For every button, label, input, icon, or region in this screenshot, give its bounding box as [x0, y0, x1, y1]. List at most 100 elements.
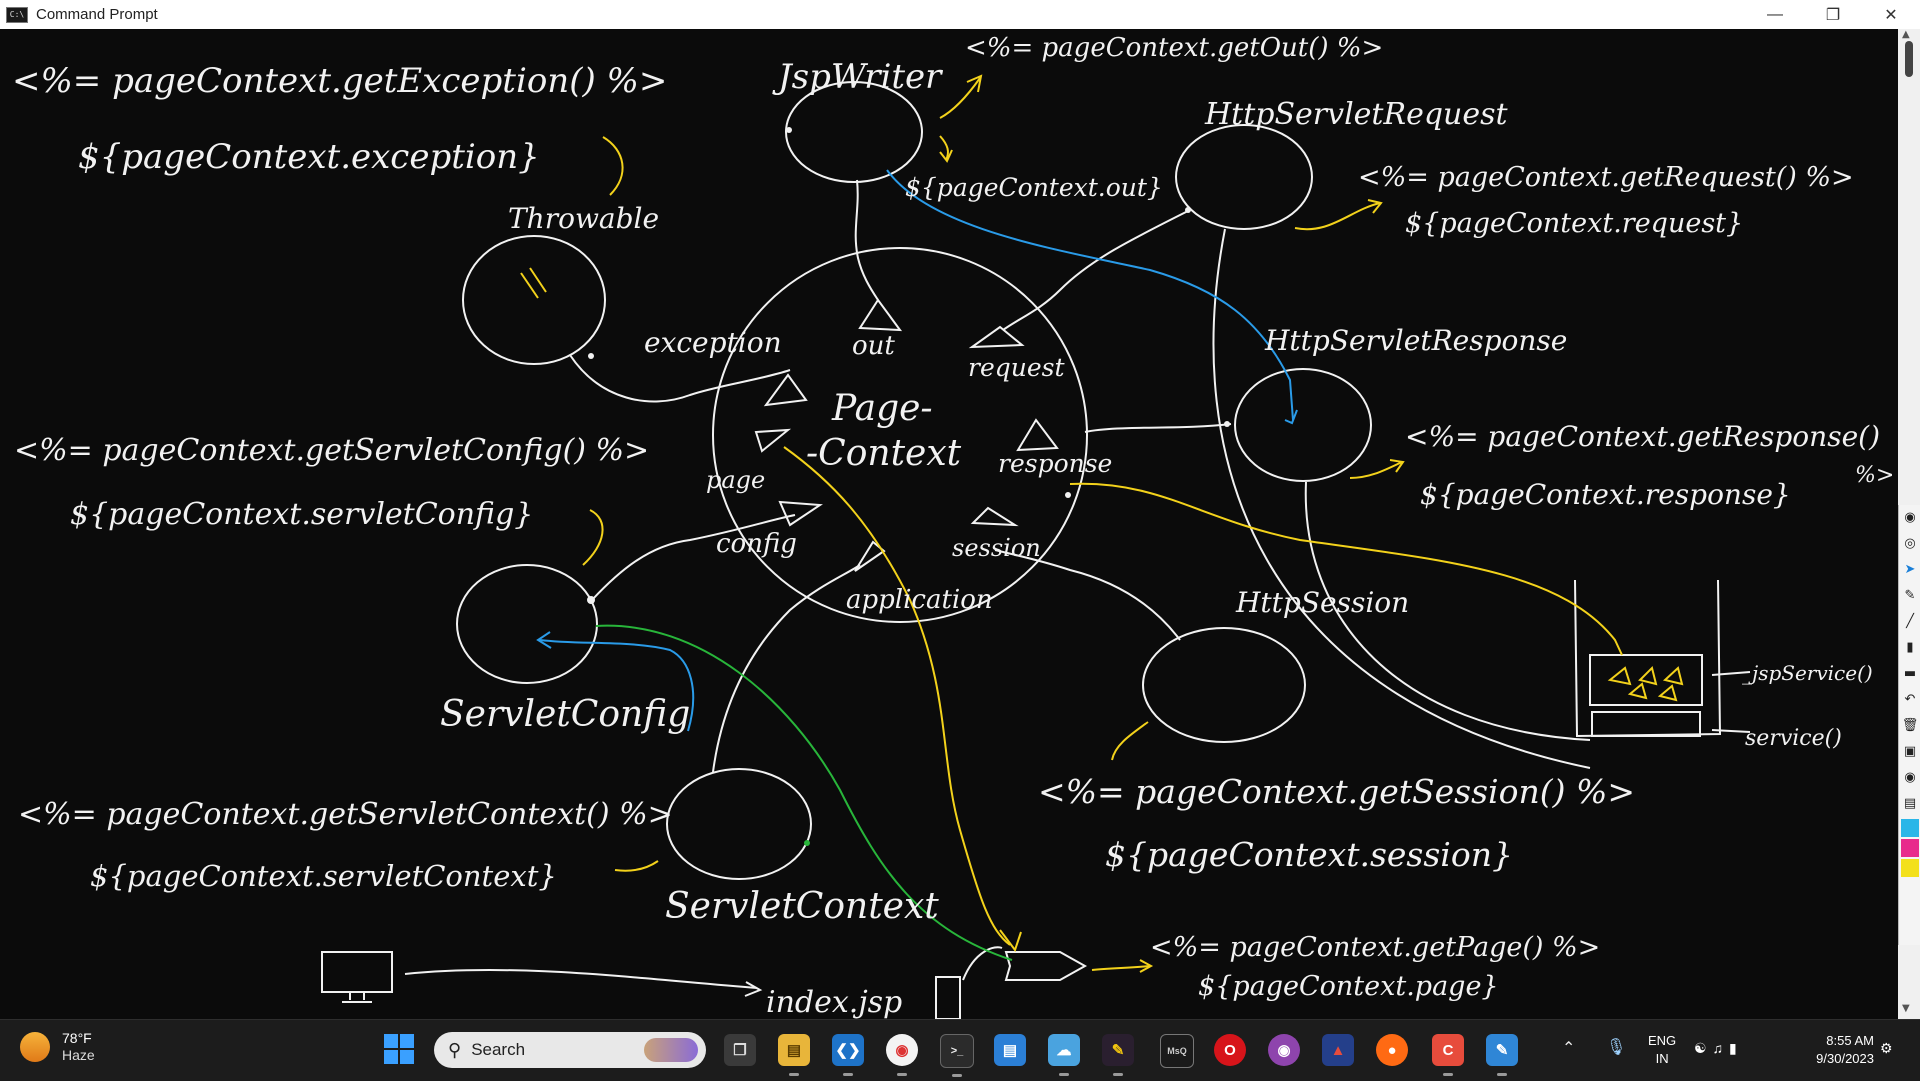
- exception-el-expression: ${pageContext.exception}: [78, 137, 540, 177]
- scroll-up-icon[interactable]: ▲: [1902, 29, 1910, 40]
- window-controls: — ❐ ✕: [1746, 0, 1920, 29]
- httpsession-circle: [1142, 627, 1306, 743]
- session-connector: [994, 549, 1181, 641]
- method-pointers: [1711, 671, 1751, 733]
- getrequest-expression: <%= pageContext.getRequest() %>: [1358, 162, 1854, 193]
- clock[interactable]: 8:55 AM 9/30/2023: [1790, 1032, 1874, 1068]
- color-swatch-magenta[interactable]: [1901, 839, 1919, 857]
- notepad-icon[interactable]: ▤: [994, 1034, 1026, 1066]
- close-button[interactable]: ✕: [1884, 6, 1898, 24]
- jspwriter-circle: [785, 81, 923, 183]
- mask-icon[interactable]: ◉: [1268, 1034, 1300, 1066]
- clock-date: 9/30/2023: [1816, 1051, 1874, 1066]
- eye-icon[interactable]: ◎: [1904, 536, 1916, 551]
- cmd-icon: C:\: [6, 6, 28, 23]
- httpservletresponse-circle: [1234, 368, 1372, 482]
- jspservice-box: [1589, 654, 1703, 706]
- folder-icon[interactable]: ▤: [778, 1034, 810, 1076]
- line-icon[interactable]: ╱: [1906, 614, 1914, 629]
- getout-expression: <%= pageContext.getOut() %>: [965, 33, 1383, 63]
- eraser-icon[interactable]: ▬: [1903, 666, 1917, 681]
- notification-icon[interactable]: ⚙: [1880, 1040, 1893, 1056]
- taskbar-search[interactable]: ⚲ Search: [434, 1032, 706, 1068]
- jspwriter-label: JspWriter: [772, 57, 943, 97]
- pagecontext-label-top: Page-: [831, 388, 933, 429]
- pen-icon[interactable]: ✎: [1904, 588, 1916, 603]
- app-icon[interactable]: MsQ: [1160, 1034, 1194, 1068]
- language-code: ENG: [1648, 1033, 1677, 1048]
- pagecontext-circle: [712, 247, 1088, 623]
- network-volume-battery-icons[interactable]: ☯♫▮: [1694, 1040, 1743, 1056]
- pen-icon[interactable]: ✎: [1102, 1034, 1134, 1076]
- getresponse-expression: <%= pageContext.getResponse(): [1405, 420, 1880, 453]
- opera-icon[interactable]: O: [1214, 1034, 1246, 1066]
- color-swatch-yellow[interactable]: [1901, 859, 1919, 877]
- out-el-expression: ${pageContext.out}: [905, 173, 1163, 202]
- getexception-expression: <%= pageContext.getException() %>: [12, 61, 667, 101]
- trash-icon[interactable]: 🗑: [1901, 718, 1919, 733]
- weather-condition: Haze: [62, 1047, 95, 1063]
- throwable-label: Throwable: [508, 202, 659, 235]
- language-indicator[interactable]: ENG IN: [1648, 1032, 1676, 1068]
- logo-icon[interactable]: ◉: [1904, 510, 1916, 525]
- page-label: page: [706, 466, 765, 494]
- chrome-icon[interactable]: ◉: [886, 1034, 918, 1076]
- getsession-expression: <%= pageContext.getSession() %>: [1038, 772, 1635, 811]
- microphone-icon[interactable]: 🎙: [1606, 1039, 1627, 1056]
- httpsession-label: HttpSession: [1235, 586, 1409, 619]
- response-connector: [1084, 423, 1232, 433]
- firefox-icon[interactable]: ●: [1376, 1034, 1408, 1066]
- paint-icon[interactable]: ▲: [1322, 1034, 1354, 1066]
- drawing-board[interactable]: JspWriter <%= pageContext.getOut() %> ${…: [0, 29, 1898, 1019]
- weather-temp: 78°F: [62, 1030, 92, 1046]
- servlet-class-icon: [1004, 951, 1088, 981]
- servletcontext-to-config-blue-line: [539, 639, 695, 732]
- pen-toolbar: ◉ ◎ ➤ ✎ ╱ ▮ ▬ ↶ 🗑 ▣ ◉ ▤: [1898, 505, 1920, 945]
- response-label: response: [998, 449, 1112, 478]
- monitor-icon: [321, 951, 393, 993]
- minimize-button[interactable]: —: [1767, 5, 1783, 23]
- scrollbar-thumb[interactable]: [1905, 41, 1913, 77]
- getservletconfig-expression: <%= pageContext.getServletConfig() %>: [14, 433, 649, 468]
- maximize-button[interactable]: ❐: [1825, 6, 1841, 24]
- task-view-icon[interactable]: ❐: [724, 1034, 756, 1066]
- screen-icon[interactable]: ▣: [1903, 744, 1917, 759]
- page-el-expression: ${pageContext.page}: [1198, 971, 1499, 1002]
- servletconfig-circle: [456, 564, 598, 684]
- tray-chevron-icon[interactable]: ⌃: [1562, 1040, 1576, 1057]
- servletcontext-label: ServletContext: [665, 886, 939, 927]
- request-flow: [404, 969, 758, 989]
- scroll-down-icon[interactable]: ▼: [1902, 1003, 1910, 1014]
- request-connector: [1002, 209, 1191, 331]
- weather-widget[interactable]: 78°F Haze: [20, 1030, 95, 1064]
- response-el-expression: ${pageContext.response}: [1420, 478, 1791, 511]
- index-jsp-label: index.jsp: [766, 985, 902, 1019]
- servletconfig-label: ServletConfig: [440, 694, 690, 735]
- page-to-servlet-yellow-line: [783, 446, 1011, 946]
- terminal-icon[interactable]: >_: [940, 1034, 974, 1077]
- service-method-box: [1591, 711, 1701, 737]
- red-app-icon[interactable]: C: [1432, 1034, 1464, 1076]
- session-el-expression: ${pageContext.session}: [1105, 835, 1513, 874]
- pagecontext-label-bottom: -Context: [806, 433, 962, 474]
- pagecontext-diagram: JspWriter <%= pageContext.getOut() %> ${…: [12, 33, 1894, 1019]
- request-label: request: [968, 353, 1065, 382]
- exception-connector: [569, 354, 791, 403]
- photos-icon[interactable]: ☁: [1048, 1034, 1080, 1076]
- undo-icon[interactable]: ↶: [1904, 692, 1916, 707]
- camera-icon[interactable]: ◉: [1904, 770, 1916, 785]
- color-swatch-cyan[interactable]: [1901, 819, 1919, 837]
- highlighter-icon[interactable]: ▮: [1906, 640, 1914, 655]
- draw-icon[interactable]: ✎: [1486, 1034, 1518, 1076]
- jsp-file-icon: [935, 976, 961, 1019]
- language-region: IN: [1655, 1051, 1669, 1066]
- pointer-icon[interactable]: ➤: [1904, 562, 1916, 577]
- service-label: service(): [1745, 726, 1842, 751]
- window-title: Command Prompt: [36, 6, 158, 23]
- page-icon[interactable]: ▤: [1903, 796, 1917, 811]
- sun-haze-icon: [20, 1032, 50, 1062]
- service-arc-1: [1212, 228, 1591, 769]
- vscode-icon[interactable]: ❮❯: [832, 1034, 864, 1076]
- start-button[interactable]: [384, 1034, 414, 1064]
- request-el-expression: ${pageContext.request}: [1405, 208, 1743, 239]
